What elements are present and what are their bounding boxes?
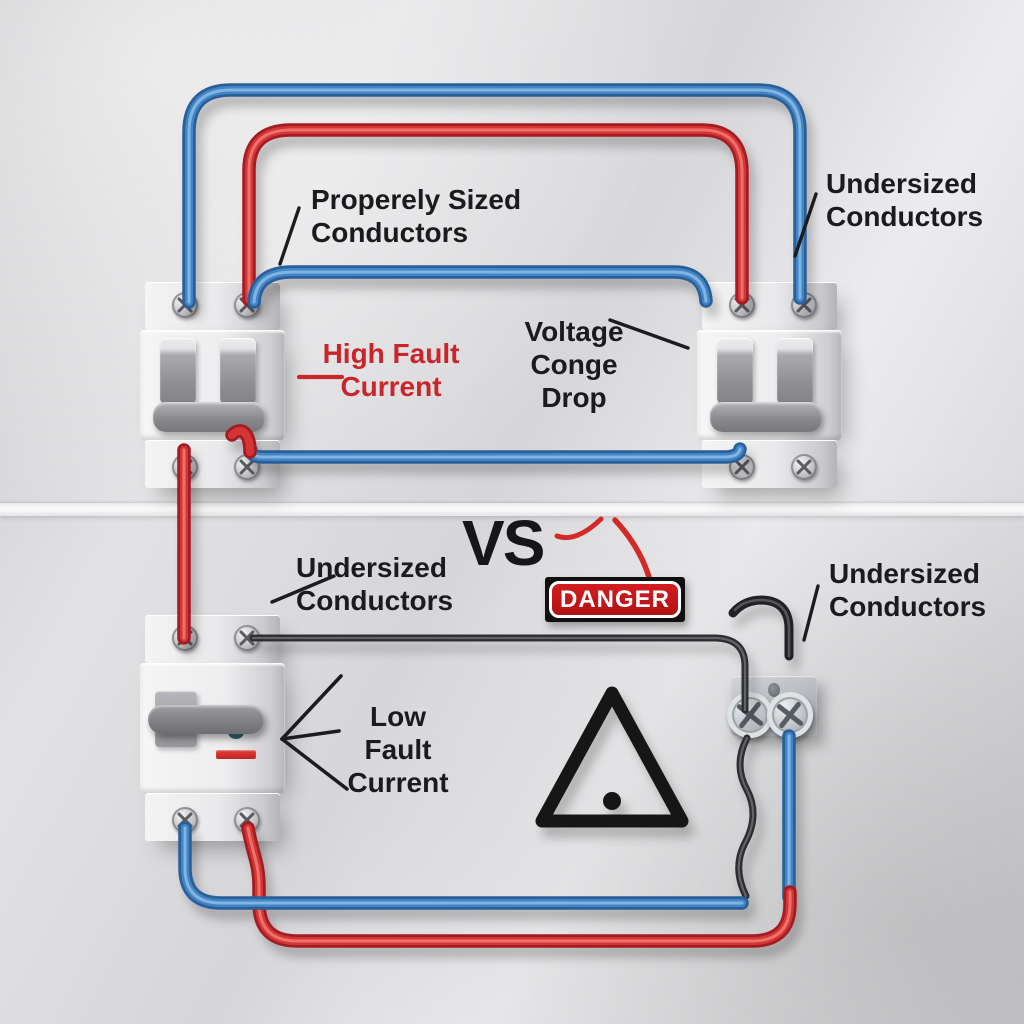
warning-triangle-icon (535, 686, 689, 828)
toggle-lever-icon (777, 338, 813, 404)
label-line: Conductors (311, 217, 469, 248)
label-line: Conductors (296, 585, 454, 616)
danger-sign-label: DANGER (559, 585, 670, 613)
screw-icon (234, 454, 260, 480)
screw-icon (729, 292, 755, 318)
breaker-bottom-flange (145, 440, 280, 488)
screw-icon (234, 807, 260, 833)
trip-indicator (216, 750, 256, 759)
breaker-top-flange (145, 282, 280, 330)
toggle-bar (153, 402, 265, 432)
label-line: Current (347, 767, 449, 798)
circuit-breaker-top-right (697, 282, 842, 488)
circuit-breaker-bottom-left (140, 615, 285, 841)
rcd-lever-icon (148, 705, 264, 734)
breaker-body (140, 663, 285, 793)
label-high-fault: High Fault Current (316, 337, 466, 403)
arrow-undersized-bottom-right (802, 584, 820, 642)
arrow-undersized-top-right (793, 192, 818, 258)
danger-sign-plate: DANGER (549, 581, 681, 618)
label-line: Undersized (829, 558, 980, 589)
wire-black-arc-arrow (728, 595, 794, 661)
red-swoosh-arrow (554, 516, 654, 587)
section-divider-band (0, 503, 1024, 516)
label-line: Undersized (296, 552, 447, 583)
screw-icon (729, 454, 755, 480)
toggle-bar (710, 402, 822, 432)
exclamation-bar (604, 724, 620, 785)
vs-label: VS (462, 507, 545, 579)
label-undersized-bottom-left: Undersized Conductors (296, 551, 453, 617)
wire-black-wavy (739, 738, 753, 896)
toggle-lever-icon (220, 338, 256, 404)
label-line: Conductors (829, 591, 987, 622)
breaker-top-flange (702, 282, 837, 330)
screw-icon (791, 292, 817, 318)
label-line: High Fault (322, 338, 460, 369)
terminal-screw-icon (767, 692, 813, 738)
label-line: Conductors (826, 201, 984, 232)
arrow-properly-sized (278, 206, 301, 266)
screw-icon (172, 807, 198, 833)
toggle-lever-icon (160, 338, 196, 404)
label-properly-sized: Properely Sized Conductors (311, 183, 521, 249)
mount-hole (768, 683, 780, 697)
screw-icon (791, 454, 817, 480)
breaker-top-flange (145, 615, 280, 663)
breaker-bottom-flange (145, 793, 280, 841)
danger-sign: DANGER (545, 577, 685, 622)
toggle-lever-icon (717, 338, 753, 404)
label-line: Low Fault (364, 701, 432, 765)
label-voltage-drop: Voltage Conge Drop (496, 315, 652, 414)
label-low-fault: Low Fault Current (333, 700, 463, 799)
wire-red-bottom-loop (248, 828, 790, 941)
breaker-bottom-flange (702, 440, 837, 488)
label-line: Properely Sized (311, 184, 522, 215)
label-line: Current (340, 371, 442, 402)
label-line: Voltage (524, 316, 624, 347)
breaker-body (140, 330, 285, 440)
wire-black-thin (253, 638, 745, 710)
screw-icon (234, 625, 260, 651)
wire-blue-jumper-top (254, 272, 706, 302)
screw-icon (234, 292, 260, 318)
label-undersized-bottom-right: Undersized Conductors (829, 557, 986, 623)
wire-blue-jumper-bottom (251, 449, 740, 457)
label-undersized-top-right: Undersized Conductors (826, 167, 983, 233)
terminal-block (727, 676, 817, 738)
screw-icon (172, 292, 198, 318)
screw-icon (172, 454, 198, 480)
exclamation-dot (603, 792, 621, 810)
label-line: Undersized (826, 168, 977, 199)
breaker-body (697, 330, 842, 440)
label-line: Conge Drop (530, 349, 618, 413)
screw-icon (172, 625, 198, 651)
circuit-breaker-top-left (140, 282, 285, 488)
